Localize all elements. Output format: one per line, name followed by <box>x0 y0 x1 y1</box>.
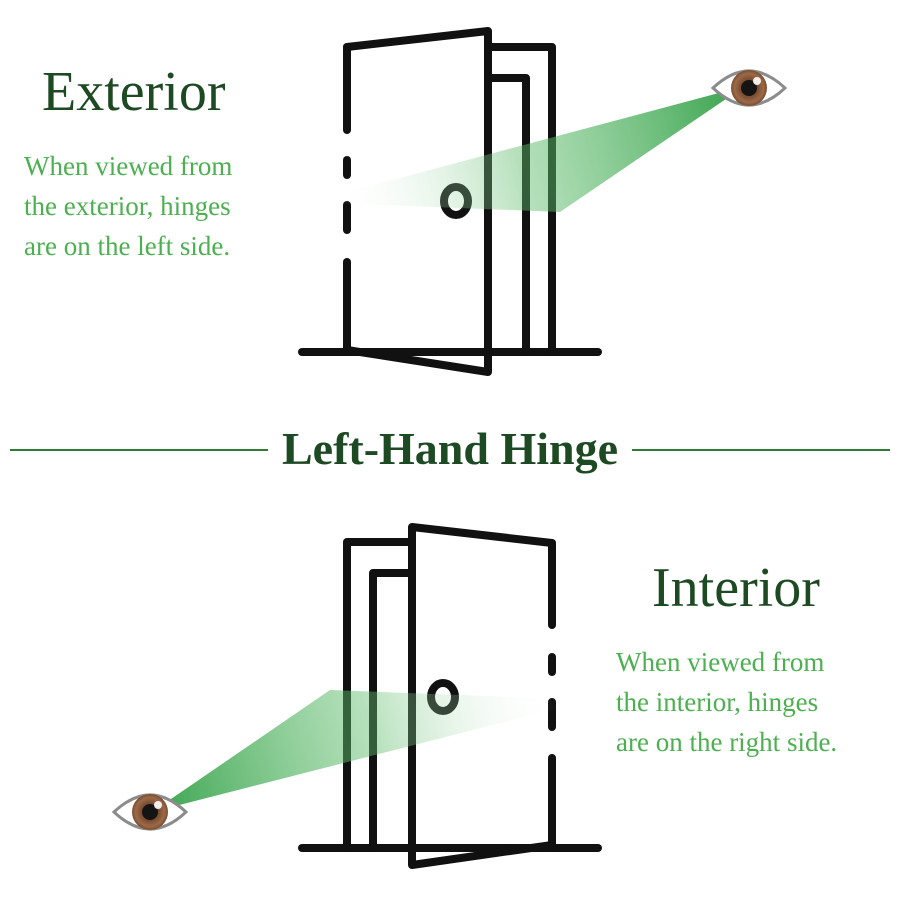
divider-title-text: Left-Hand Hinge <box>269 423 631 474</box>
interior-description-line: When viewed from <box>616 647 825 677</box>
exterior-description: When viewed from the exterior, hinges ar… <box>24 146 232 266</box>
exterior-description-line: the exterior, hinges <box>24 191 231 221</box>
interior-title: Interior <box>652 557 820 619</box>
sightline-interior <box>152 690 590 812</box>
eye-icon <box>111 793 189 831</box>
sightline-exterior <box>310 86 745 212</box>
interior-description-line: are on the right side. <box>616 727 838 757</box>
divider-title: Left-Hand Hinge <box>0 421 900 477</box>
interior-description-line: the interior, hinges <box>616 687 819 717</box>
eye-icon <box>710 69 788 107</box>
divider-line-right <box>632 449 890 451</box>
divider-line-left <box>10 449 268 451</box>
exterior-description-line: are on the left side. <box>24 231 231 261</box>
door-open-exterior-icon <box>298 27 602 376</box>
exterior-description-line: When viewed from <box>24 151 233 181</box>
interior-description: When viewed from the interior, hinges ar… <box>616 642 837 762</box>
exterior-title: Exterior <box>42 61 226 123</box>
